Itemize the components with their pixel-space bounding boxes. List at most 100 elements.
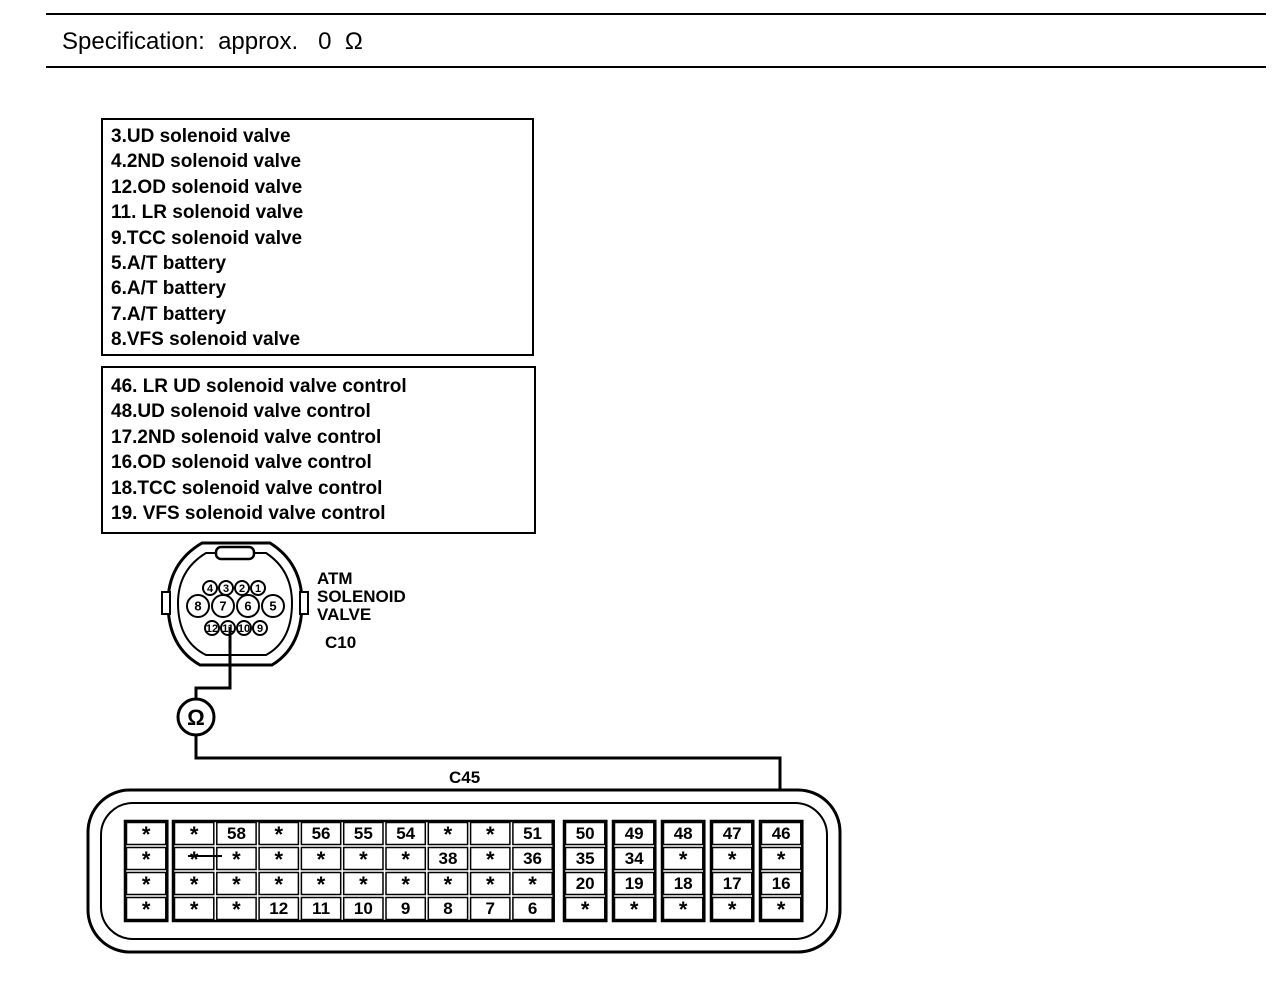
c45-pin-cell: [564, 821, 606, 846]
c45-pin-cell: [512, 821, 553, 846]
c45-pin-label: *: [777, 897, 786, 922]
c45-pin-cell: [427, 871, 469, 896]
c10-pin: [236, 620, 252, 636]
c45-pin-cell: [427, 846, 469, 871]
c45-pin-label: *: [232, 897, 241, 922]
c45-pin-cell: [469, 896, 511, 921]
c45-pin-group: [123, 819, 169, 923]
c45-pin-cell: [342, 821, 384, 846]
c45-pin-label: *: [232, 847, 241, 872]
c10-pin-label: 6: [244, 599, 251, 614]
c10-pin-label: 5: [269, 599, 276, 614]
c45-pin-cell: [300, 871, 342, 896]
c45-pin-label: 17: [723, 874, 742, 893]
c45-pin-cell: [662, 821, 704, 846]
c45-pin-group: [611, 819, 657, 923]
c10-pin-label: 9: [257, 623, 263, 635]
c45-pin-label: *: [777, 847, 786, 872]
c10-pin: [261, 594, 285, 618]
pin-description-line: 12.OD solenoid valve: [111, 176, 303, 198]
c45-pin-label: *: [142, 897, 151, 922]
c45-pin-cell: [258, 821, 300, 846]
c45-pin-cell: [662, 896, 704, 921]
c45-pin-cell: [216, 846, 257, 871]
c10-pin-label: 4: [207, 583, 214, 595]
control-pin-line: 17.2ND solenoid valve control: [111, 426, 382, 448]
c45-pin-label: 10: [354, 899, 373, 918]
c45-pin-label: *: [486, 872, 495, 897]
c10-pin: [211, 594, 235, 618]
c45-pin-label: *: [142, 847, 151, 872]
pin-description-line: 11. LR solenoid valve: [111, 202, 304, 224]
pin-description-line: 3.UD solenoid valve: [111, 126, 291, 147]
c45-pin-cell: [564, 896, 606, 921]
pin-description-box: 3.UD solenoid valve 4.2ND solenoid valve…: [101, 118, 534, 356]
probe-wire: [194, 627, 232, 700]
c45-pin-cell: [342, 871, 384, 896]
c45-pin-label: 58: [227, 824, 246, 843]
c45-pin-cell: [300, 821, 342, 846]
c10-pin: [204, 620, 220, 636]
c45-pin-cell: [711, 821, 753, 846]
c45-pin-label: 19: [625, 874, 644, 893]
c45-pin-group: [660, 819, 706, 923]
c45-pin-cell: [216, 896, 257, 921]
c45-pin-label: *: [190, 897, 199, 922]
c45-pin-label: 18: [674, 874, 693, 893]
c45-pin-cell: [385, 871, 427, 896]
c10-pin: [250, 580, 266, 596]
c45-pin-cell: [760, 896, 802, 921]
c45-pin-label: 56: [312, 824, 331, 843]
control-pin-line: 16.OD solenoid valve control: [111, 452, 372, 474]
c45-pin-cell: [125, 821, 167, 846]
c45-pin-label: *: [274, 872, 283, 897]
c45-pin-cell: [173, 821, 215, 846]
c45-pin-label: 38: [438, 849, 457, 868]
c45-pin-cell: [173, 871, 215, 896]
c45-pin-label: *: [232, 872, 241, 897]
c10-pin: [252, 620, 268, 636]
c45-pin-label: *: [728, 847, 737, 872]
c45-pin-label: *: [274, 847, 283, 872]
c45-pin-label: *: [630, 897, 639, 922]
solenoid-connector-ear-right: [299, 591, 309, 615]
c45-pin-cell: [427, 896, 469, 921]
c45-pin-cell: [711, 871, 753, 896]
c45-pin-label: *: [359, 847, 368, 872]
c45-pin-label: *: [528, 872, 537, 897]
c45-pin-cell: [385, 896, 427, 921]
c45-pin-label: 46: [772, 824, 791, 843]
c10-pin: [202, 580, 218, 596]
c45-pin-cell: [512, 871, 553, 896]
c10-pin-label: 8: [194, 599, 201, 614]
solenoid-connector-label-line: SOLENOID: [317, 587, 406, 606]
c10-pin: [234, 580, 250, 596]
c45-pin-cell: [613, 846, 655, 871]
c45-pin-cell: [613, 896, 655, 921]
c10-pin: [186, 594, 210, 618]
control-pin-line: 46. LR UD solenoid valve control: [111, 376, 407, 397]
c45-pin-cell: [662, 846, 704, 871]
c45-pin-label: *: [401, 872, 410, 897]
c45-pin-cell: [125, 871, 167, 896]
c45-pin-label: 51: [523, 824, 542, 843]
c10-pin-label: 7: [219, 599, 226, 614]
c45-pin-cell: [173, 896, 215, 921]
c45-pin-label: *: [142, 872, 151, 897]
c45-pin-label: 55: [354, 824, 373, 843]
c45-pin-cell: [342, 846, 384, 871]
c45-pin-group: [709, 819, 755, 923]
c45-pin-label: 34: [625, 849, 644, 868]
c45-pin-cell: [258, 871, 300, 896]
c45-pin-label: *: [486, 847, 495, 872]
c45-pin-group: [758, 819, 804, 923]
c45-pin-label: *: [728, 897, 737, 922]
solenoid-connector-latch: [214, 545, 256, 561]
c45-pin-cell: [760, 871, 802, 896]
specification-text: Specification: approx. 0 Ω: [62, 28, 363, 55]
c45-pin-label: *: [444, 822, 453, 847]
c45-pin-cell: [469, 821, 511, 846]
c45-pin-cell: [512, 896, 553, 921]
c45-pin-label: 16: [772, 874, 791, 893]
